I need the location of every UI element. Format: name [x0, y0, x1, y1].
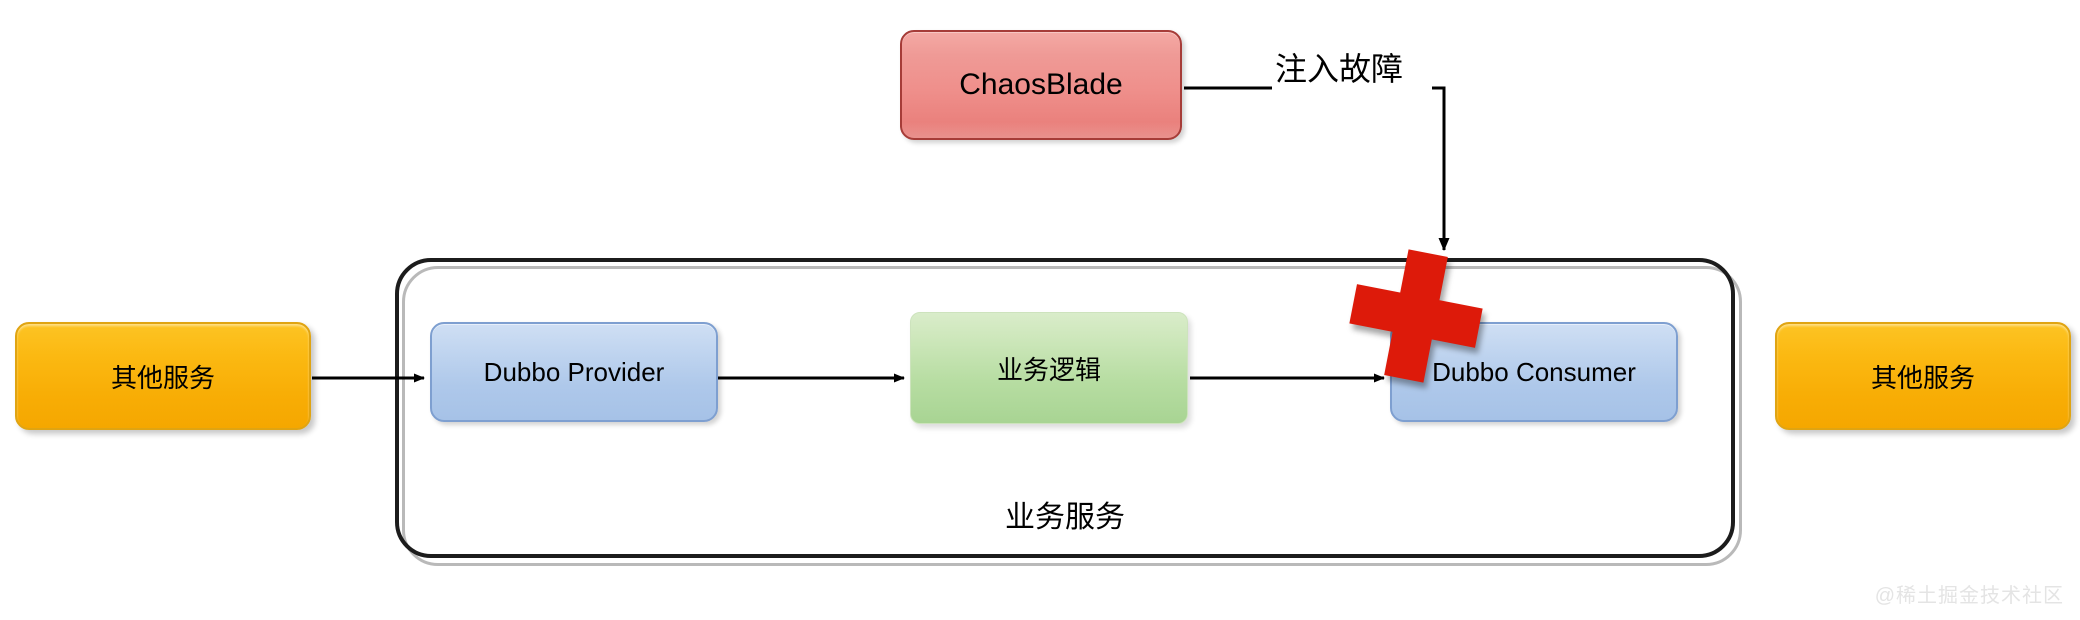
edge-chaosblade-elbow-down	[1432, 86, 1450, 251]
node-dubbo-provider[interactable]: Dubbo Provider	[430, 322, 718, 422]
business-service-container-shadow	[402, 266, 1742, 566]
node-chaosblade-label: ChaosBlade	[959, 68, 1123, 101]
node-other-service-right[interactable]: 其他服务	[1775, 322, 2071, 430]
business-service-container-label: 业务服务	[1005, 501, 1125, 534]
node-business-logic-label: 业务逻辑	[996, 354, 1101, 385]
node-business-logic[interactable]: 业务逻辑	[910, 312, 1188, 424]
node-other-service-right-label: 其他服务	[1870, 362, 1975, 393]
fault-cross-icon	[1341, 241, 1491, 391]
business-service-container	[395, 258, 1735, 558]
node-other-service-left-label: 其他服务	[110, 362, 215, 393]
node-dubbo-provider-label: Dubbo Provider	[483, 356, 665, 387]
node-other-service-left[interactable]: 其他服务	[15, 322, 311, 430]
edge-label-inject-fault: 注入故障	[1275, 51, 1404, 87]
watermark: @稀土掘金技术社区	[1874, 585, 2064, 607]
node-chaosblade[interactable]: ChaosBlade	[900, 30, 1182, 140]
